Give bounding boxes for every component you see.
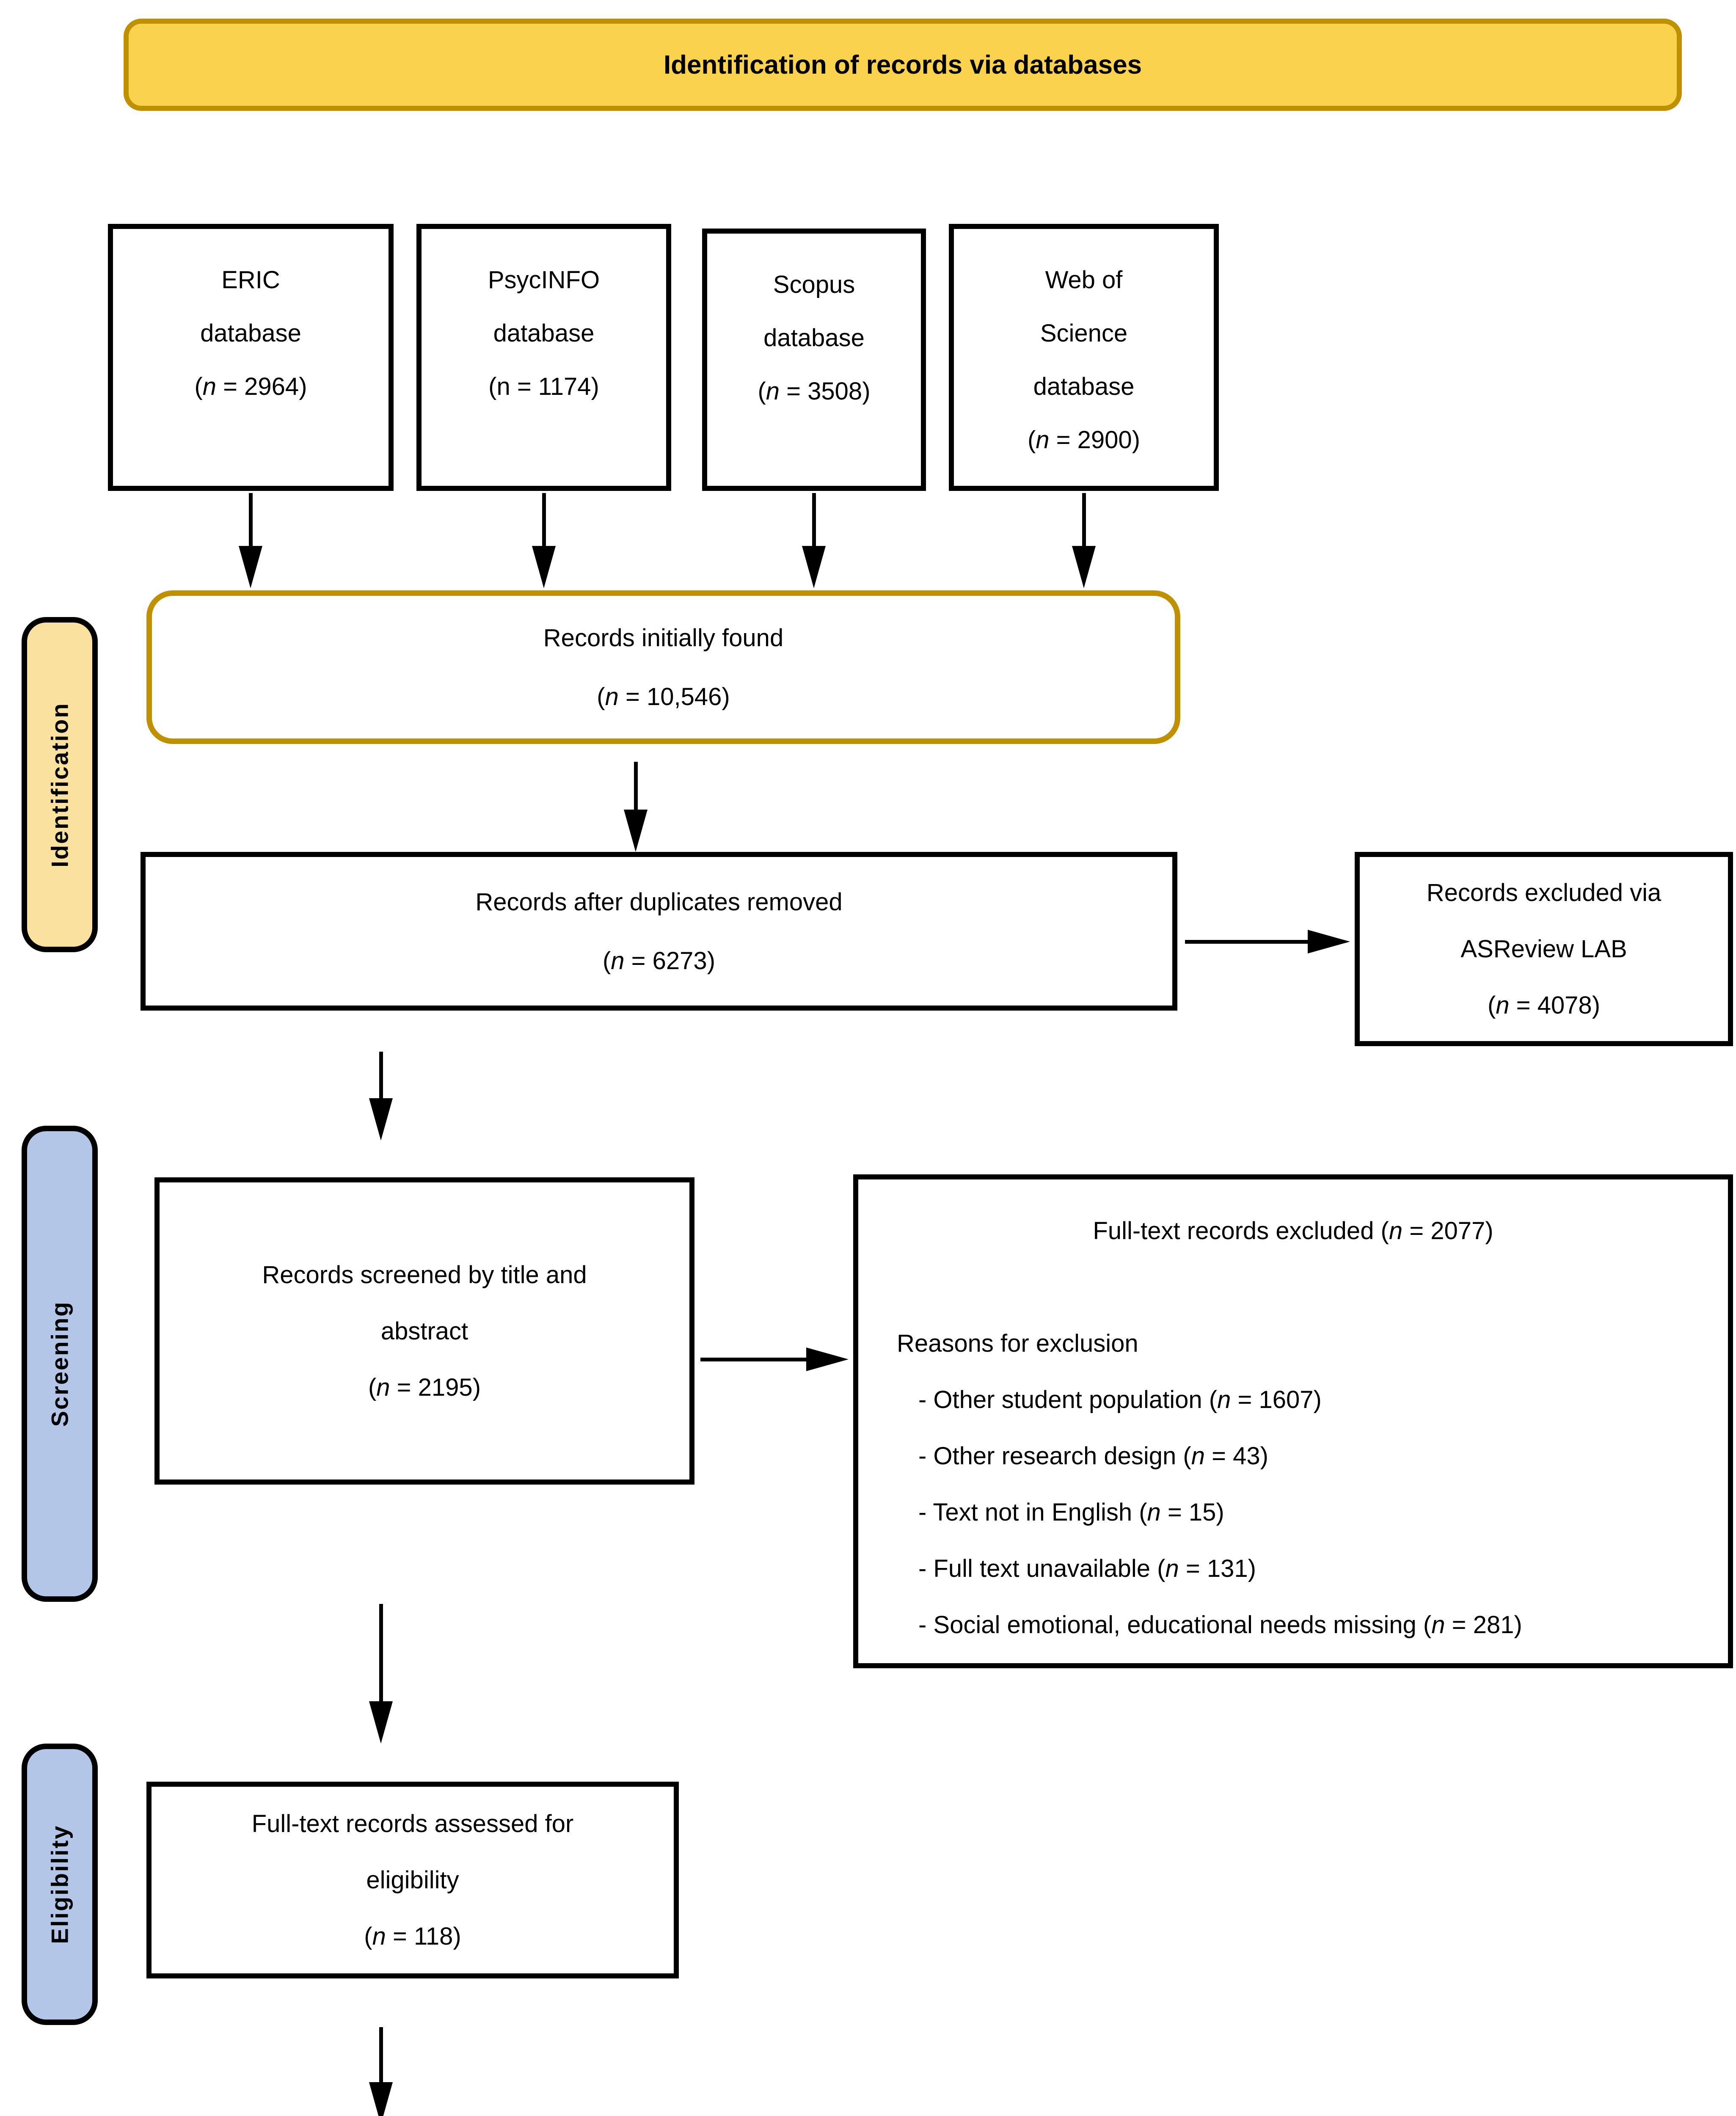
arrow-wos-to-found bbox=[1072, 493, 1096, 588]
stage-label-text: Screening bbox=[46, 1300, 73, 1427]
record-count: (n = 2964) bbox=[194, 373, 307, 400]
record-count: (n = 6273) bbox=[602, 947, 716, 975]
title-banner: Identification of records via databases bbox=[124, 19, 1682, 111]
stage-label-text: Eligibility bbox=[46, 1824, 73, 1944]
box-line: abstract bbox=[380, 1317, 468, 1345]
arrowhead-down-icon bbox=[239, 546, 262, 588]
arrowhead-down-icon bbox=[369, 1701, 393, 1744]
box-line: database bbox=[763, 324, 865, 352]
arrow-screened-to-excluded bbox=[700, 1347, 849, 1371]
record-count: (n = 1174) bbox=[488, 373, 599, 400]
arrowhead-down-icon bbox=[1072, 546, 1096, 588]
initially-found-box: Records initially found (n = 10,546) bbox=[146, 590, 1180, 744]
record-count: (n = 2195) bbox=[368, 1373, 481, 1401]
arrowhead-down-icon bbox=[624, 810, 648, 852]
stage-label-identification: Identification bbox=[22, 617, 98, 952]
box-line: Web of bbox=[1045, 266, 1123, 294]
arrow-found-to-duplicates bbox=[624, 762, 648, 852]
record-count: (n = 2900) bbox=[1027, 426, 1141, 454]
exclusion-reason: - Text not in English (n = 15) bbox=[918, 1499, 1224, 1526]
fulltext-excluded-box: Full-text records excluded (n = 2077) Re… bbox=[853, 1174, 1733, 1668]
arrowhead-down-icon bbox=[802, 546, 826, 588]
record-count: (n = 10,546) bbox=[597, 683, 730, 711]
database-box-psycinfo: PsycINFO database (n = 1174) bbox=[416, 224, 671, 491]
arrow-screened-to-assessed bbox=[369, 1604, 393, 1744]
stage-label-text: Identification bbox=[46, 702, 73, 868]
box-line: database bbox=[493, 320, 595, 347]
stage-label-screening: Screening bbox=[22, 1126, 98, 1602]
reasons-heading: Reasons for exclusion bbox=[897, 1330, 1138, 1357]
exclusion-reason: - Other research design (n = 43) bbox=[918, 1442, 1268, 1470]
box-line: Records initially found bbox=[543, 624, 784, 652]
exclusion-reason: - Social emotional, educational needs mi… bbox=[918, 1611, 1522, 1639]
asreview-excluded-box: Records excluded via ASReview LAB (n = 4… bbox=[1355, 852, 1733, 1046]
box-line: ERIC bbox=[221, 266, 280, 294]
arrowhead-right-icon bbox=[1308, 930, 1350, 953]
box-line: database bbox=[1033, 373, 1135, 400]
record-count: (n = 4078) bbox=[1487, 992, 1601, 1019]
duplicates-removed-box: Records after duplicates removed (n = 62… bbox=[141, 852, 1177, 1011]
arrowhead-down-icon bbox=[369, 2082, 393, 2116]
record-count: (n = 3508) bbox=[758, 377, 871, 405]
stage-label-eligibility: Eligibility bbox=[22, 1744, 98, 2025]
box-line: Records after duplicates removed bbox=[475, 888, 843, 916]
box-line: Scopus bbox=[773, 271, 855, 298]
database-box-scopus: Scopus database (n = 3508) bbox=[702, 229, 926, 491]
arrow-scopus-to-found bbox=[802, 493, 826, 588]
arrowhead-down-icon bbox=[532, 546, 556, 588]
box-line: Records excluded via bbox=[1426, 879, 1662, 906]
arrow-assessed-to-evaluated bbox=[369, 2027, 393, 2116]
arrow-duplicates-to-asreview bbox=[1185, 930, 1350, 953]
arrowhead-right-icon bbox=[806, 1347, 849, 1371]
diagram-title: Identification of records via databases bbox=[663, 50, 1142, 80]
spacer bbox=[858, 1259, 1728, 1315]
database-box-eric: ERIC database (n = 2964) bbox=[108, 224, 394, 491]
exclusion-reason: - Full text unavailable (n = 131) bbox=[918, 1555, 1256, 1582]
excluded-title: Full-text records excluded (n = 2077) bbox=[1093, 1217, 1494, 1245]
box-line: eligibility bbox=[366, 1866, 459, 1894]
box-line: PsycINFO bbox=[488, 266, 600, 294]
box-line: ASReview LAB bbox=[1460, 935, 1627, 963]
box-line: Science bbox=[1040, 320, 1128, 347]
assessed-box: Full-text records assessed for eligibili… bbox=[146, 1782, 679, 1978]
box-line: database bbox=[200, 320, 301, 347]
database-box-web-of-science: Web of Science database (n = 2900) bbox=[949, 224, 1219, 491]
arrow-psycinfo-to-found bbox=[532, 493, 556, 588]
screened-box: Records screened by title and abstract (… bbox=[154, 1177, 694, 1485]
box-line: Records screened by title and bbox=[262, 1261, 587, 1289]
record-count: (n = 118) bbox=[364, 1923, 461, 1950]
arrow-duplicates-to-screened bbox=[369, 1052, 393, 1141]
box-line: Full-text records assessed for bbox=[251, 1810, 574, 1838]
arrowhead-down-icon bbox=[369, 1098, 393, 1141]
exclusion-reason: - Other student population (n = 1607) bbox=[918, 1386, 1322, 1413]
arrow-eric-to-found bbox=[239, 493, 262, 588]
